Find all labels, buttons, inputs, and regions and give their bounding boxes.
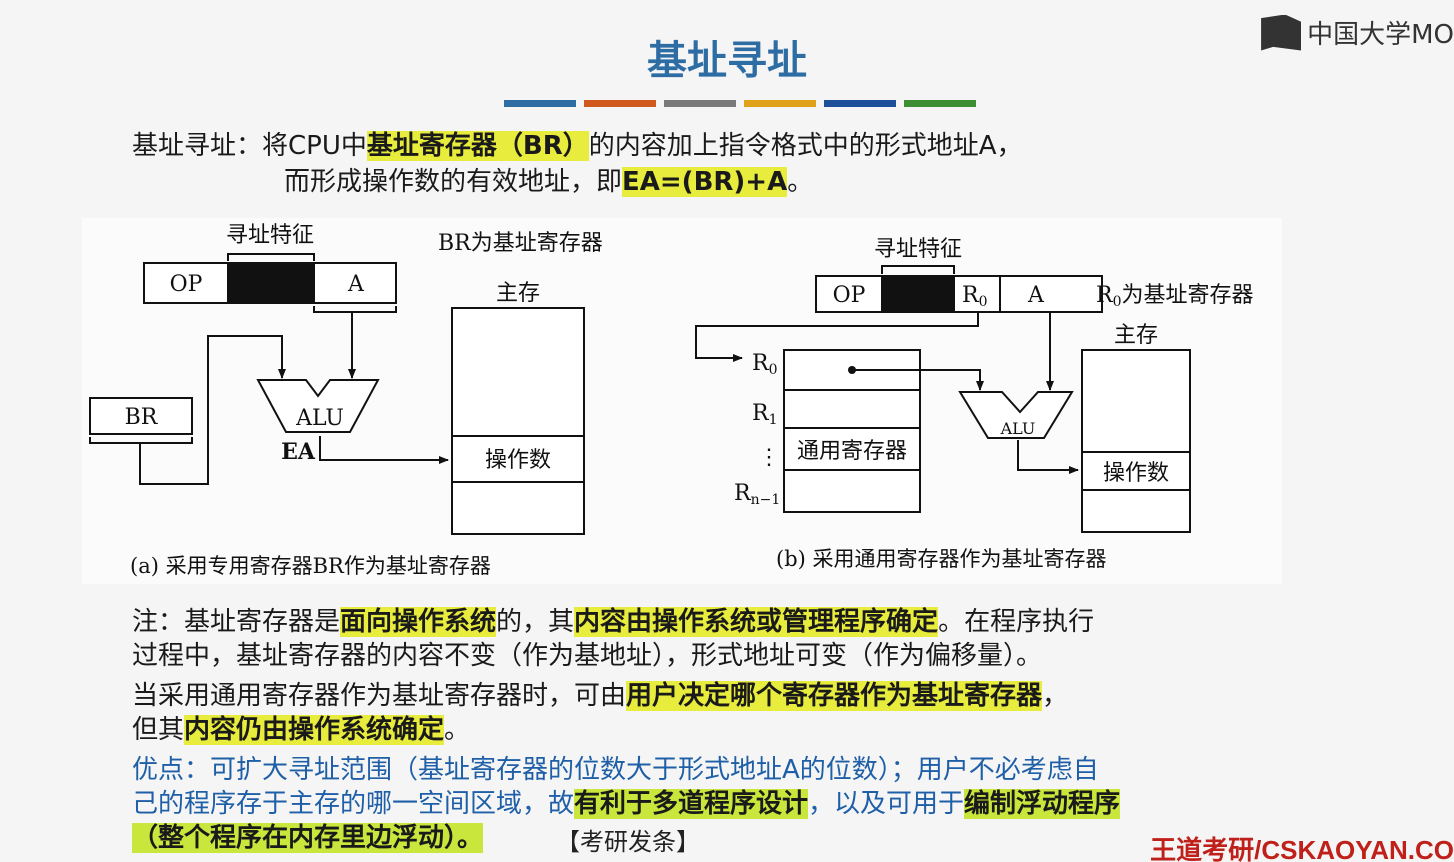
main-memory-a (451, 307, 585, 535)
text: 的，其 (496, 607, 575, 637)
op-field-b: OP (833, 283, 866, 308)
note-line-4: 但其内容仍由操作系统确定。 (132, 712, 470, 748)
alu-label-a: ALU (295, 406, 344, 431)
definition-line-2: 而形成操作数的有效地址，即EA=(BR)+A。 (284, 164, 813, 200)
alu-b (958, 391, 1074, 439)
highlight-user-decides: 用户决定哪个寄存器作为基址寄存器 (626, 681, 1043, 711)
advantage-line-3: （整个程序在内存里边浮动）。 (132, 820, 484, 856)
color-segment (664, 100, 736, 107)
text: 注：基址寄存器是 (132, 607, 341, 637)
page-title: 基址寻址 (647, 37, 807, 84)
advantage-line-1: 优点：可扩大寻址范围（基址寄存器的位数大于形式地址A的位数）；用户不必考虑自 (132, 755, 1099, 785)
note-line-1: 注：基址寄存器是面向操作系统的，其内容由操作系统或管理程序确定。在程序执行 (132, 604, 1094, 640)
operand-label-a: 操作数 (485, 448, 551, 473)
text: 的内容加上指令格式中的形式地址A， (588, 131, 1023, 161)
color-segment (904, 100, 976, 107)
br-note: BR为基址寄存器 (438, 231, 603, 256)
mooc-logo-icon (1261, 14, 1302, 51)
text: 。 (787, 167, 814, 197)
text: ， (1042, 681, 1069, 711)
instruction-format-b (815, 275, 1103, 313)
highlight-relocatable: 编制浮动程序 (964, 789, 1121, 819)
advantage-line-2: 己的程序存于主存的哪一空间区域，故有利于多道程序设计，以及可用于编制浮动程序 (132, 786, 1121, 822)
reg-r1-label: R1 (752, 401, 778, 428)
color-segment (584, 100, 656, 107)
r0-field: R0 (962, 283, 988, 310)
main-memory-b (1081, 349, 1191, 533)
br-label: BR (125, 405, 159, 430)
text: 。 (444, 715, 471, 745)
memory-label-b: 主存 (1114, 323, 1158, 348)
br-register (89, 397, 193, 435)
color-segment (504, 100, 576, 107)
highlight-floating-program: （整个程序在内存里边浮动）。 (132, 823, 484, 853)
text: 而形成操作数的有效地址，即 (284, 167, 623, 197)
text: 但其 (132, 715, 185, 745)
text: 。在程序执行 (938, 607, 1095, 637)
caption-b: (b) 采用通用寄存器作为基址寄存器 (776, 547, 1107, 571)
alu-a (256, 379, 380, 433)
gpr-label: 通用寄存器 (797, 439, 907, 464)
text: 当采用通用寄存器作为基址寄存器时，可由 (132, 681, 627, 711)
reg-rn-label: Rn−1 (734, 481, 780, 508)
register-pointer-dot (848, 366, 856, 374)
diagram-area: 寻址特征 OP A BR为基址寄存器 主存 BR ALU 操作数 (a) 采用专… (82, 218, 1282, 584)
addressing-feature-field-b (881, 275, 955, 313)
highlight-content-determined: 内容由操作系统或管理程序确定 (574, 607, 939, 637)
highlight-os-oriented: 面向操作系统 (340, 607, 497, 637)
reg-dots: ⋮ (758, 445, 780, 470)
color-segment (824, 100, 896, 107)
highlight-br: 基址寄存器（BR） (366, 131, 589, 161)
feature-label-a: 寻址特征 (226, 223, 314, 248)
alu-label-b: ALU (1000, 419, 1036, 438)
text: 基址寻址：将CPU中 (132, 131, 367, 161)
addressing-feature-field-a (227, 262, 315, 304)
title-color-bar (504, 100, 976, 107)
text: 己的程序存于主存的哪一空间区域，故 (132, 789, 575, 819)
note-line-3: 当采用通用寄存器作为基址寄存器时，可由用户决定哪个寄存器作为基址寄存器， (132, 678, 1068, 714)
op-field-a: OP (170, 272, 203, 297)
mooc-logo: 中国大学MO (1261, 14, 1454, 51)
highlight-ea-formula: EA=(BR)+A (622, 167, 788, 197)
operand-label-b: 操作数 (1103, 461, 1169, 486)
mooc-logo-text: 中国大学MO (1307, 20, 1454, 50)
memory-label-a: 主存 (496, 281, 540, 306)
general-register-file (783, 349, 921, 513)
color-segment (744, 100, 816, 107)
footer-brand: 王道考研/CSKAOYAN.CO (1150, 835, 1454, 862)
base-addressing-diagram: 寻址特征 OP A BR为基址寄存器 主存 BR ALU 操作数 (a) 采用专… (89, 223, 1254, 578)
definition-line-1: 基址寻址：将CPU中基址寄存器（BR）的内容加上指令格式中的形式地址A， (132, 128, 1023, 164)
note-line-2: 过程中，基址寄存器的内容不变（作为基地址），形式地址可变（作为偏移量）。 (132, 641, 1043, 671)
overlay-text: 【考研发条】 (556, 828, 700, 856)
text: ，以及可用于 (808, 789, 965, 819)
r0-note: R0为基址寄存器 (1096, 283, 1254, 310)
reg-r0-label: R0 (752, 351, 778, 378)
ea-label: EA (281, 439, 316, 465)
a-field-b: A (1027, 283, 1045, 308)
highlight-multiprogramming: 有利于多道程序设计 (574, 789, 809, 819)
highlight-still-os: 内容仍由操作系统确定 (184, 715, 445, 745)
caption-a: (a) 采用专用寄存器BR作为基址寄存器 (130, 554, 491, 578)
feature-label-b: 寻址特征 (874, 237, 962, 262)
a-field-a: A (347, 272, 365, 297)
